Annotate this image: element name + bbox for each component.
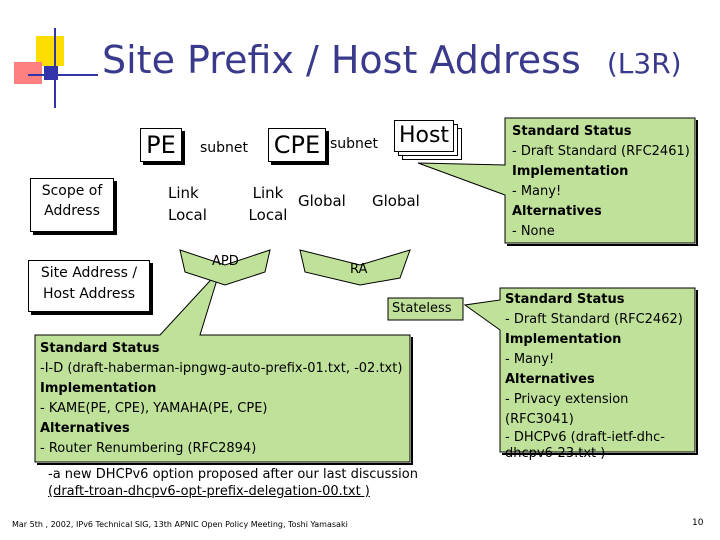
- top-right-line-4: - Many!: [512, 184, 562, 199]
- subnet-1-label: subnet: [200, 140, 249, 156]
- subnet-2-label: subnet: [330, 136, 379, 152]
- bottom-left-line-3: Implementation: [40, 381, 157, 396]
- callout-bottom-left-text: Standard Status -I-D (draft-haberman-ipn…: [40, 339, 408, 459]
- callout-top-right-shadow: [507, 120, 698, 246]
- callout-bottom-left-shadow: [37, 337, 413, 465]
- top-right-line-3: Implementation: [512, 164, 629, 179]
- mid-right-line-1: Standard Status: [505, 292, 625, 307]
- mid-right-line-4: - Many!: [505, 352, 555, 367]
- dhcp-note-text: -a new DHCPv6 option proposed after our …: [48, 467, 418, 482]
- logo-yellow-block: [36, 36, 64, 66]
- cpe-label: CPE: [273, 131, 321, 159]
- mid-right-line-6: - Privacy extension (RFC3041): [505, 392, 629, 427]
- dhcp-note-link[interactable]: (draft-troan-dhcpv6-opt-prefix-delegatio…: [48, 484, 370, 499]
- slide-title-suffix: (L3R): [606, 47, 682, 80]
- scope-label: Scope of Address: [41, 183, 103, 219]
- stateless-box: [387, 297, 464, 321]
- callout-mid-right-text: Standard Status - Draft Standard (RFC246…: [505, 290, 693, 462]
- mid-right-line-7: - DHCPv6 (draft-ietf-dhc-: [505, 430, 665, 445]
- mid-right-line-3: Implementation: [505, 332, 622, 347]
- cpe-node: CPE: [268, 128, 326, 162]
- logo-vline: [54, 28, 56, 108]
- top-right-line-2: - Draft Standard (RFC2461): [512, 144, 690, 159]
- mid-right-line-5: Alternatives: [505, 372, 595, 387]
- callout-mid-right-shape: [463, 287, 696, 453]
- callout-top-right-text: Standard Status - Draft Standard (RFC246…: [512, 122, 692, 242]
- logo-hline: [28, 74, 98, 76]
- pe-node: PE: [140, 128, 182, 162]
- apd-arrow-shape: [179, 249, 271, 286]
- ra-label: RA: [350, 262, 368, 277]
- site-host-label: Site Address / Host Address: [40, 265, 138, 302]
- callout-mid-right-shadow: [502, 290, 698, 455]
- bottom-left-line-4: - KAME(PE, CPE), YAMAHA(PE, CPE): [40, 401, 268, 416]
- pe-scope: Link Local: [168, 184, 207, 224]
- bottom-left-line-2: -I-D (draft-haberman-ipngwg-auto-prefix-…: [40, 361, 403, 376]
- top-right-line-1: Standard Status: [512, 124, 632, 139]
- slide-title: Site Prefix / Host Address (L3R): [102, 38, 682, 82]
- slide-footer: Mar 5th , 2002, IPv6 Technical SIG, 13th…: [12, 520, 348, 529]
- scope-label-box: Scope of Address: [30, 178, 114, 232]
- bottom-left-line-1: Standard Status: [40, 341, 160, 356]
- slide-title-main: Site Prefix / Host Address: [102, 38, 581, 82]
- page-number: 10: [692, 518, 704, 528]
- apd-label: APD: [212, 254, 239, 269]
- host-label: Host: [398, 123, 450, 148]
- mid-right-line-8: dhcpv6-23.txt ): [505, 446, 606, 461]
- site-host-label-box: Site Address / Host Address: [28, 260, 150, 312]
- dhcp-note: -a new DHCPv6 option proposed after our …: [48, 466, 418, 500]
- logo-red-block: [14, 62, 42, 84]
- cpe-scope-link-local: Link Local: [248, 184, 288, 224]
- stateless-label: Stateless: [392, 301, 452, 316]
- host-scope-global: Global: [372, 192, 420, 210]
- bottom-left-line-6: - Router Renumbering (RFC2894): [40, 441, 257, 456]
- host-node: Host: [394, 120, 454, 152]
- bottom-left-line-5: Alternatives: [40, 421, 130, 436]
- ra-arrow-shape: [299, 249, 411, 286]
- callout-top-right-shape: [417, 117, 696, 244]
- top-right-line-6: - None: [512, 224, 555, 239]
- pe-label: PE: [146, 131, 176, 159]
- logo-decoration: [0, 0, 100, 110]
- cpe-scope-global: Global: [298, 192, 346, 210]
- top-right-line-5: Alternatives: [512, 204, 602, 219]
- mid-right-line-2: - Draft Standard (RFC2462): [505, 312, 683, 327]
- callout-bottom-left-shape: [34, 269, 411, 463]
